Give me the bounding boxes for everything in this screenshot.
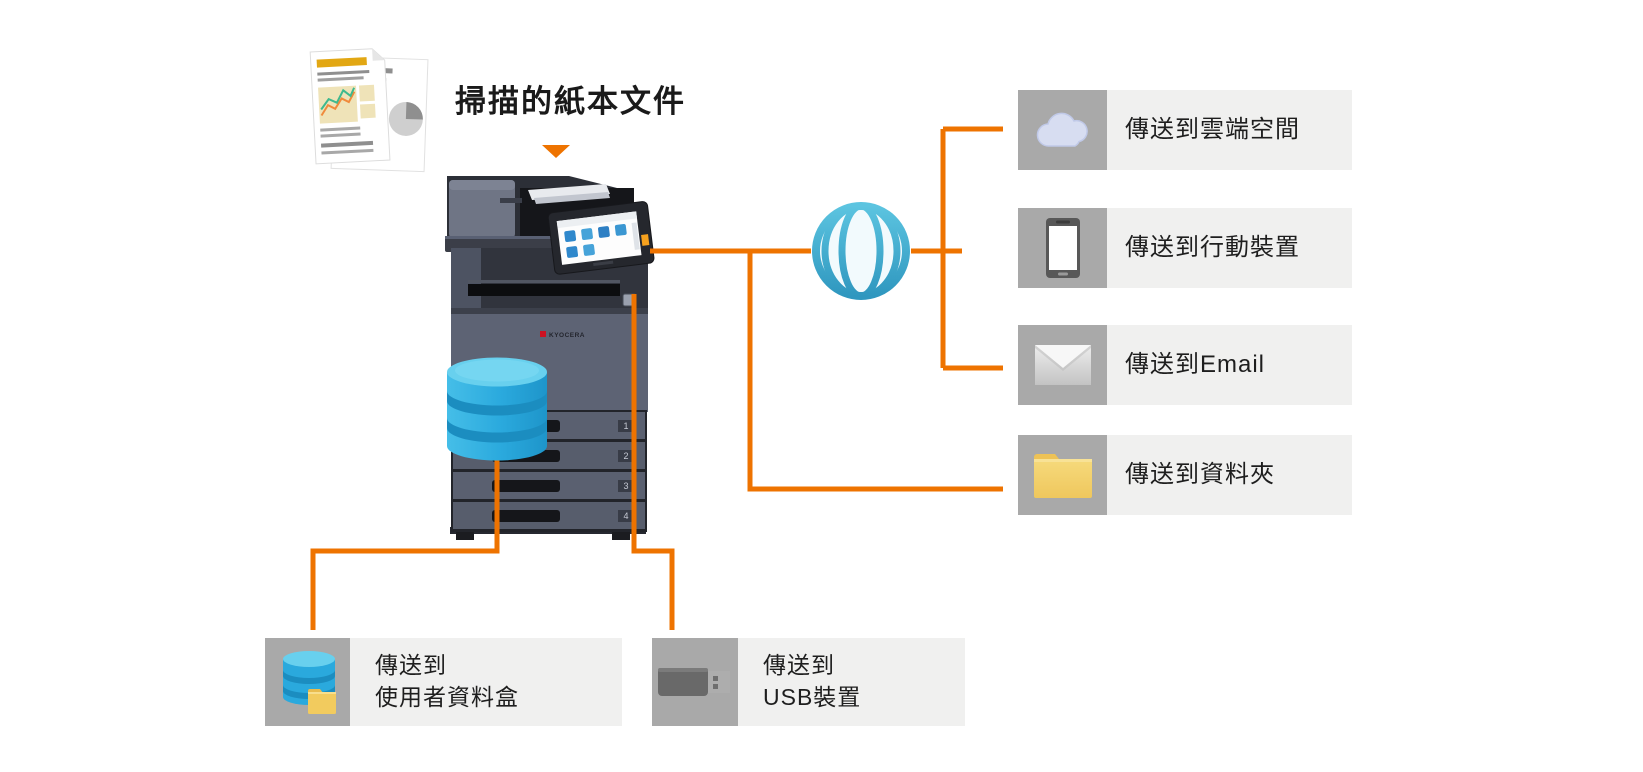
- svg-text:3: 3: [623, 481, 628, 491]
- destination-user-box: 傳送到 使用者資料盒: [265, 638, 622, 726]
- destination-cloud: 傳送到雲端空間: [1018, 90, 1352, 170]
- smartphone-icon: [1018, 208, 1107, 288]
- envelope-icon: [1018, 325, 1107, 405]
- mfp-printer: KYOCERA 1 2: [445, 176, 655, 540]
- database-icon: [446, 357, 547, 461]
- globe-icon: [812, 202, 910, 300]
- connector-lines: [310, 126, 1003, 630]
- svg-text:1: 1: [623, 421, 628, 431]
- destination-label: 傳送到行動裝置: [1107, 208, 1352, 288]
- destination-email: 傳送到Email: [1018, 325, 1352, 405]
- destination-label: 傳送到Email: [1107, 325, 1352, 405]
- svg-text:2: 2: [623, 451, 628, 461]
- svg-text:KYOCERA: KYOCERA: [549, 332, 585, 339]
- down-triangle-icon: [542, 145, 570, 158]
- cloud-icon: [1018, 90, 1107, 170]
- usb-drive-icon: [652, 638, 738, 726]
- diagram-title: 掃描的紙本文件: [455, 84, 686, 119]
- destination-label: 傳送到資料夾: [1107, 435, 1352, 515]
- database-folder-icon: [265, 638, 350, 726]
- destination-label: 傳送到 USB裝置: [738, 638, 965, 726]
- destination-usb: 傳送到 USB裝置: [652, 638, 965, 726]
- folder-icon: [1018, 435, 1107, 515]
- printer-touchscreen: [547, 201, 655, 275]
- document-stack-icon: [309, 48, 429, 173]
- destination-label: 傳送到雲端空間: [1107, 90, 1352, 170]
- destination-folder: 傳送到資料夾: [1018, 435, 1352, 515]
- printer-brand-logo: KYOCERA: [540, 331, 585, 339]
- svg-text:4: 4: [623, 511, 628, 521]
- destination-label: 傳送到 使用者資料盒: [350, 638, 622, 726]
- destination-mobile: 傳送到行動裝置: [1018, 208, 1352, 288]
